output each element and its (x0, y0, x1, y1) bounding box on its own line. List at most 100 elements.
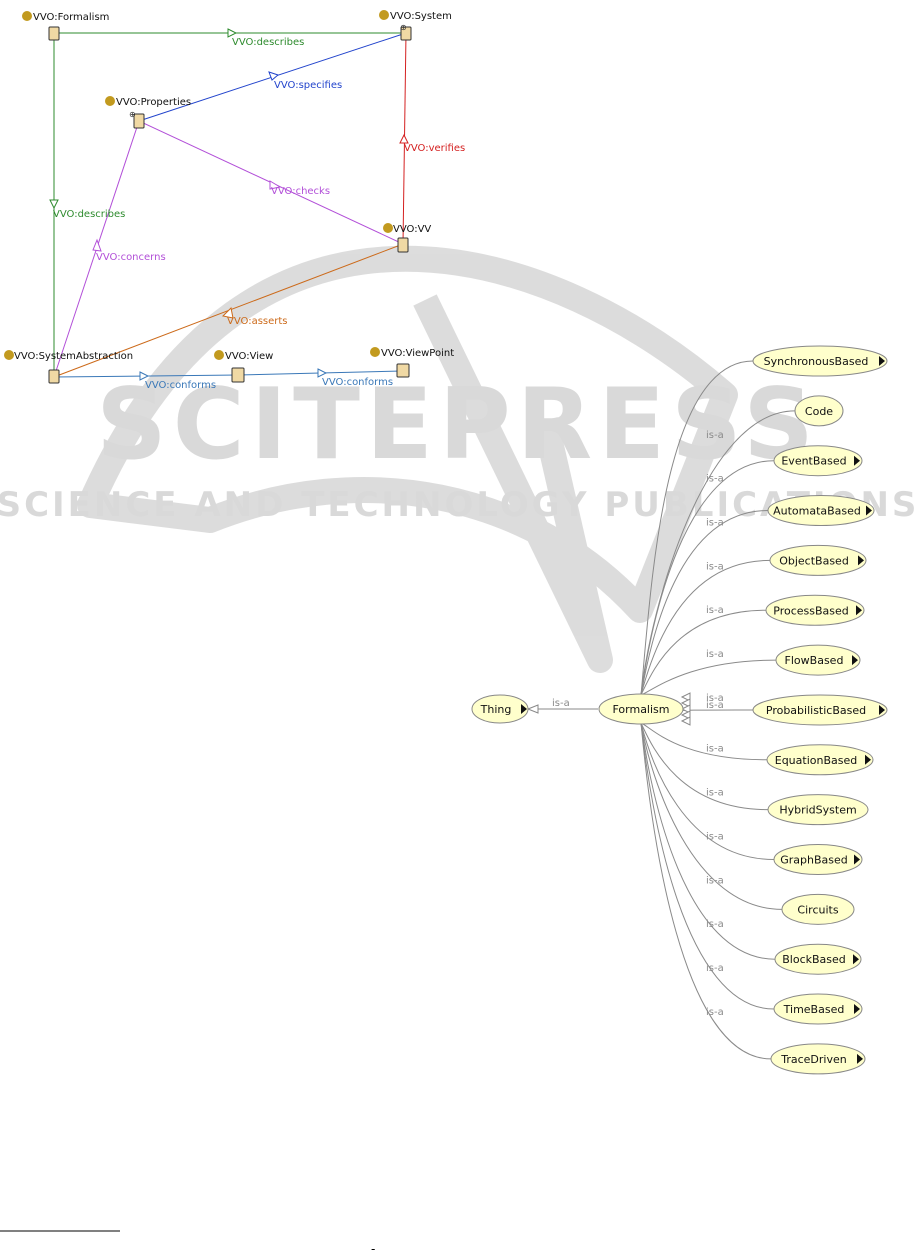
class-label: ProcessBased (773, 604, 849, 617)
isa-label: is-a (706, 517, 724, 528)
edge-label: VVO:checks (271, 186, 330, 197)
edge-label: VVO:specifies (274, 80, 342, 91)
node-thing[interactable]: Thing (471, 694, 529, 724)
expand-arrow-icon[interactable] (865, 754, 871, 765)
node-synchronousbased[interactable]: SynchronousBased (752, 345, 888, 377)
isa-label: is-a (706, 744, 724, 755)
node-flowbased[interactable]: FlowBased (775, 644, 861, 676)
isa-edge (640, 722, 776, 960)
expand-arrow-icon[interactable] (879, 704, 885, 715)
node-circuits[interactable]: Circuits (781, 893, 855, 925)
arrowhead (221, 306, 234, 319)
node-system-abstraction[interactable]: VVO:SystemAbstraction (4, 350, 133, 384)
class-ellipse (774, 943, 862, 975)
class-ellipse (767, 495, 875, 527)
expand-arrow-icon[interactable] (857, 1053, 863, 1064)
expand-arrow-icon[interactable] (521, 704, 527, 714)
expand-arrow-icon[interactable] (853, 954, 859, 965)
class-ellipse (773, 844, 863, 875)
class-label: FlowBased (785, 654, 844, 667)
node-formalism-center[interactable]: Formalism (598, 693, 684, 725)
expand-arrow-icon[interactable] (852, 655, 858, 666)
class-ellipse (752, 694, 888, 726)
expand-arrow-icon[interactable] (854, 455, 860, 466)
node-label: VVO:Properties (116, 97, 191, 108)
isa-label: is-a (706, 649, 724, 660)
class-ellipse (773, 445, 863, 477)
node-label: VVO:System (390, 11, 452, 22)
arrowhead (680, 698, 691, 708)
class-dot-icon (105, 96, 115, 106)
expand-arrow-icon[interactable] (879, 356, 885, 366)
node-hybridsystem[interactable]: HybridSystem (767, 794, 869, 826)
arrowhead (92, 238, 102, 252)
class-ellipse (773, 993, 863, 1025)
expand-arrow-icon[interactable] (854, 854, 860, 865)
node-code[interactable]: Code (794, 395, 844, 427)
formalism-hierarchy: is-ais-ais-ais-ais-ais-ais-ais-ais-ais-a… (471, 345, 888, 1075)
arrowhead (268, 71, 280, 81)
isa-edge (640, 460, 775, 696)
class-ellipse (769, 544, 867, 576)
node-label: VVO:VV (393, 224, 431, 235)
node-processbased[interactable]: ProcessBased (765, 594, 865, 626)
node-viewpoint[interactable]: VVO:ViewPoint (370, 347, 454, 378)
class-ellipse (775, 644, 861, 676)
edge-label: VVO:conforms (145, 380, 216, 391)
arrowhead (680, 704, 691, 714)
node-box (396, 363, 410, 378)
node-label: VVO:ViewPoint (381, 348, 454, 359)
expand-arrow-icon[interactable] (854, 1004, 860, 1015)
node-objectbased[interactable]: ObjectBased (769, 544, 867, 576)
node-view[interactable]: VVO:View (214, 350, 273, 383)
class-ellipse (471, 694, 529, 724)
expand-arrow-icon[interactable] (856, 605, 862, 616)
node-timebased[interactable]: TimeBased (773, 993, 863, 1025)
arrowhead (317, 368, 328, 378)
isa-edges: is-ais-ais-ais-ais-ais-ais-ais-ais-ais-a… (640, 360, 796, 1060)
edge-label: VVO:asserts (227, 316, 288, 327)
node-eventbased[interactable]: EventBased (773, 445, 863, 477)
class-label: TraceDriven (780, 1053, 847, 1066)
edge-label: VVO:concerns (96, 252, 166, 263)
arrowhead (399, 133, 409, 144)
node-system[interactable]: VVO:System ⊕ (379, 10, 452, 41)
node-box (133, 113, 145, 129)
class-ellipse (765, 594, 865, 626)
class-ellipse (766, 744, 874, 776)
class-dot-icon (379, 10, 389, 20)
expand-arrow-icon[interactable] (858, 555, 864, 566)
edge-label: VVO:conforms (322, 377, 393, 388)
isa-label: is-a (706, 693, 724, 704)
node-formalism[interactable]: VVO:Formalism (22, 11, 109, 41)
node-properties[interactable]: VVO:Properties ⊕ (105, 96, 191, 129)
isa-label: is-a (706, 875, 724, 886)
class-dot-icon (370, 347, 380, 357)
node-box (48, 26, 60, 41)
isa-edge (640, 722, 768, 761)
class-label: BlockBased (782, 953, 846, 966)
class-ellipse (770, 1043, 866, 1075)
node-box (48, 369, 60, 384)
edge-label: VVO:verifies (404, 143, 465, 154)
node-vv[interactable]: VVO:VV (383, 223, 431, 253)
isa-label: is-a (706, 561, 724, 572)
class-ellipse (767, 794, 869, 826)
node-blockbased[interactable]: BlockBased (774, 943, 862, 975)
expand-arrow-icon[interactable] (866, 505, 872, 516)
class-label: AutomataBased (773, 505, 861, 518)
page-mark: - (371, 1242, 375, 1253)
arrowhead (526, 704, 539, 714)
arrowhead (680, 716, 691, 726)
node-equationbased[interactable]: EquationBased (766, 744, 874, 776)
node-automatabased[interactable]: AutomataBased (767, 495, 875, 527)
node-tracedriven[interactable]: TraceDriven (770, 1043, 866, 1075)
class-ellipse (794, 395, 844, 427)
node-graphbased[interactable]: GraphBased (773, 844, 863, 875)
isa-edge (640, 609, 767, 696)
node-probabilisticbased[interactable]: ProbabilisticBased (752, 694, 888, 726)
class-label: EquationBased (775, 754, 857, 767)
isa-label: is-a (552, 698, 570, 709)
isa-edge (640, 659, 777, 696)
edge-label: VVO:describes (232, 37, 304, 48)
